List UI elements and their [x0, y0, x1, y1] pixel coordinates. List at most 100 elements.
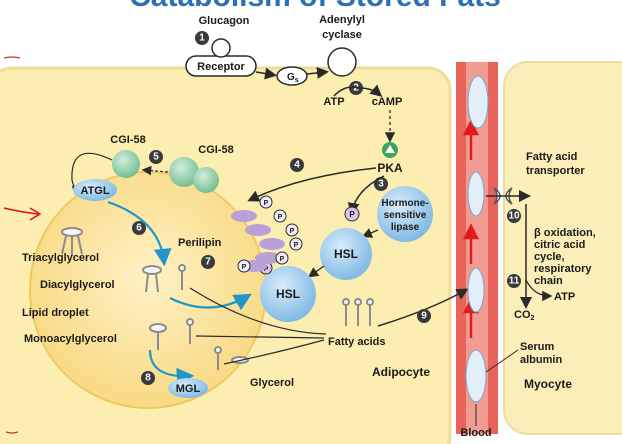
step-10-badge [507, 209, 521, 223]
hsl-droplet-phosphate-label: P [264, 266, 269, 273]
fatty-acids-label: Fatty acids [328, 336, 385, 348]
atp-branch-arrow [525, 279, 553, 302]
glycerol-label: Glycerol [250, 377, 294, 389]
adenylyl-label: Adenylyl [319, 14, 365, 26]
sensitive-label: sensitive [384, 210, 427, 221]
beta-oxidation-label-1: β oxidation, [534, 227, 596, 239]
step-11-number: 11 [509, 276, 520, 287]
step-10-number: 10 [508, 211, 520, 222]
receptor-label: Receptor [197, 61, 245, 73]
camp-label: cAMP [372, 96, 403, 108]
step-5-badge [149, 150, 163, 164]
fatty-acids-converge-2 [195, 335, 325, 339]
atp-camp-arrow [333, 84, 383, 97]
myocyte-cell [503, 61, 622, 435]
pka-triangle-icon [385, 145, 395, 153]
fatty-acids-to-blood-arrow [377, 288, 469, 327]
hormone-sensitive-lipase [377, 186, 433, 242]
cgi58-bound-1 [169, 157, 199, 187]
gs-to-cyclase-arrow [306, 66, 329, 79]
atgl-enzyme [73, 179, 117, 201]
hsl-main-label: HSL [276, 287, 300, 301]
perilipin-cluster [231, 195, 303, 273]
triacylglycerol-label: Triacylglycerol [22, 252, 99, 264]
blood-label: Blood [460, 427, 491, 439]
atgl-label: ATGL [80, 185, 109, 197]
step-7-number: 7 [205, 257, 211, 268]
fatty-acids-converge-1 [189, 287, 327, 335]
gs-label: Gs [287, 72, 299, 84]
fatty-acids-group [342, 298, 374, 326]
cgi58-b-label: CGI-58 [198, 144, 233, 156]
mgl-label: MGL [176, 383, 201, 395]
step-9-number: 9 [421, 311, 427, 322]
glucagon-label: Glucagon [199, 15, 250, 27]
perilipin-p5: P [280, 256, 285, 263]
atgl-reaction-arrow [107, 200, 172, 267]
perilipin-p3: P [290, 228, 295, 235]
cgi58-release-arrow [141, 165, 169, 176]
step-2-number: 2 [353, 83, 359, 94]
fa-transporter-label-1: Fatty acid [526, 151, 577, 163]
monoacylglycerol-label: Monoacylglycerol [24, 333, 117, 345]
step-9-badge [417, 309, 431, 323]
fatty-acid-released [178, 264, 186, 290]
step-7-badge [201, 255, 215, 269]
perilipin-p4: P [294, 242, 299, 249]
albumin-fa-1 [467, 171, 485, 217]
perilipin-label: Perilipin [178, 237, 222, 249]
glucagon-molecule [211, 38, 231, 58]
hormone-label: Hormone- [381, 198, 428, 209]
perilipin-p1: P [264, 200, 269, 207]
beta-oxidation-label-3: cycle, [534, 251, 565, 263]
gs-protein [276, 66, 308, 86]
serum-label-1: Serum [520, 341, 554, 353]
co2-label: CO2 [514, 309, 535, 322]
page-title: Catabolism of Stored Fats [129, 0, 501, 13]
diacylglycerol-label: Diacylglycerol [40, 279, 115, 291]
cgi58-bound-2 [193, 167, 219, 193]
lipid-droplet-label: Lipid droplet [22, 307, 89, 319]
beta-oxidation-label-5: chain [534, 275, 563, 287]
atp-label: ATP [323, 96, 344, 108]
step-6-badge [132, 221, 146, 235]
perilipin-p2: P [278, 214, 283, 221]
perilipin-p6: P [242, 264, 247, 271]
fatty-acid-released-2 [186, 318, 194, 344]
adipocyte-label: Adipocyte [372, 365, 430, 379]
step-11-badge [507, 274, 521, 288]
beta-oxidation-label-2: citric acid [534, 239, 585, 251]
lipase-label: lipase [391, 222, 420, 233]
step-6-number: 6 [136, 223, 142, 234]
cgi58-a-label: CGI-58 [110, 134, 145, 146]
step-3-badge [374, 177, 388, 191]
triacylglycerol-molecule [61, 227, 83, 256]
step-5-number: 5 [153, 152, 159, 163]
hsl-activation-arrow [361, 228, 379, 238]
hsl-top-label: HSL [334, 247, 358, 261]
step-4-number: 4 [294, 160, 300, 171]
monoacylglycerol-mgl-arrow [148, 349, 195, 386]
serum-leader [485, 349, 519, 373]
receptor-to-gs-arrow [255, 67, 277, 80]
hsl-on-droplet [260, 266, 316, 322]
annotation-mark-top [3, 56, 21, 59]
cgi58-free [112, 150, 140, 178]
blood-flow-arrows [462, 119, 480, 338]
pka-label: PKA [377, 161, 403, 175]
myocyte-label: Myocyte [524, 377, 572, 391]
fatty-acids-converge-3 [223, 339, 325, 365]
step-8-number: 8 [145, 373, 151, 384]
diacylglycerol-hsl-arrow [169, 293, 252, 311]
mgl-enzyme [168, 378, 208, 398]
annotation-mark-bottom [5, 431, 19, 434]
albumin-top [467, 75, 489, 129]
step-1-badge [195, 31, 209, 45]
fa-transporter-label-2: transporter [526, 165, 585, 177]
step-2-badge [349, 81, 363, 95]
hsl-phosphorylated [320, 228, 372, 280]
atp-output-label: ATP [554, 291, 575, 303]
step-3-number: 3 [378, 179, 384, 190]
